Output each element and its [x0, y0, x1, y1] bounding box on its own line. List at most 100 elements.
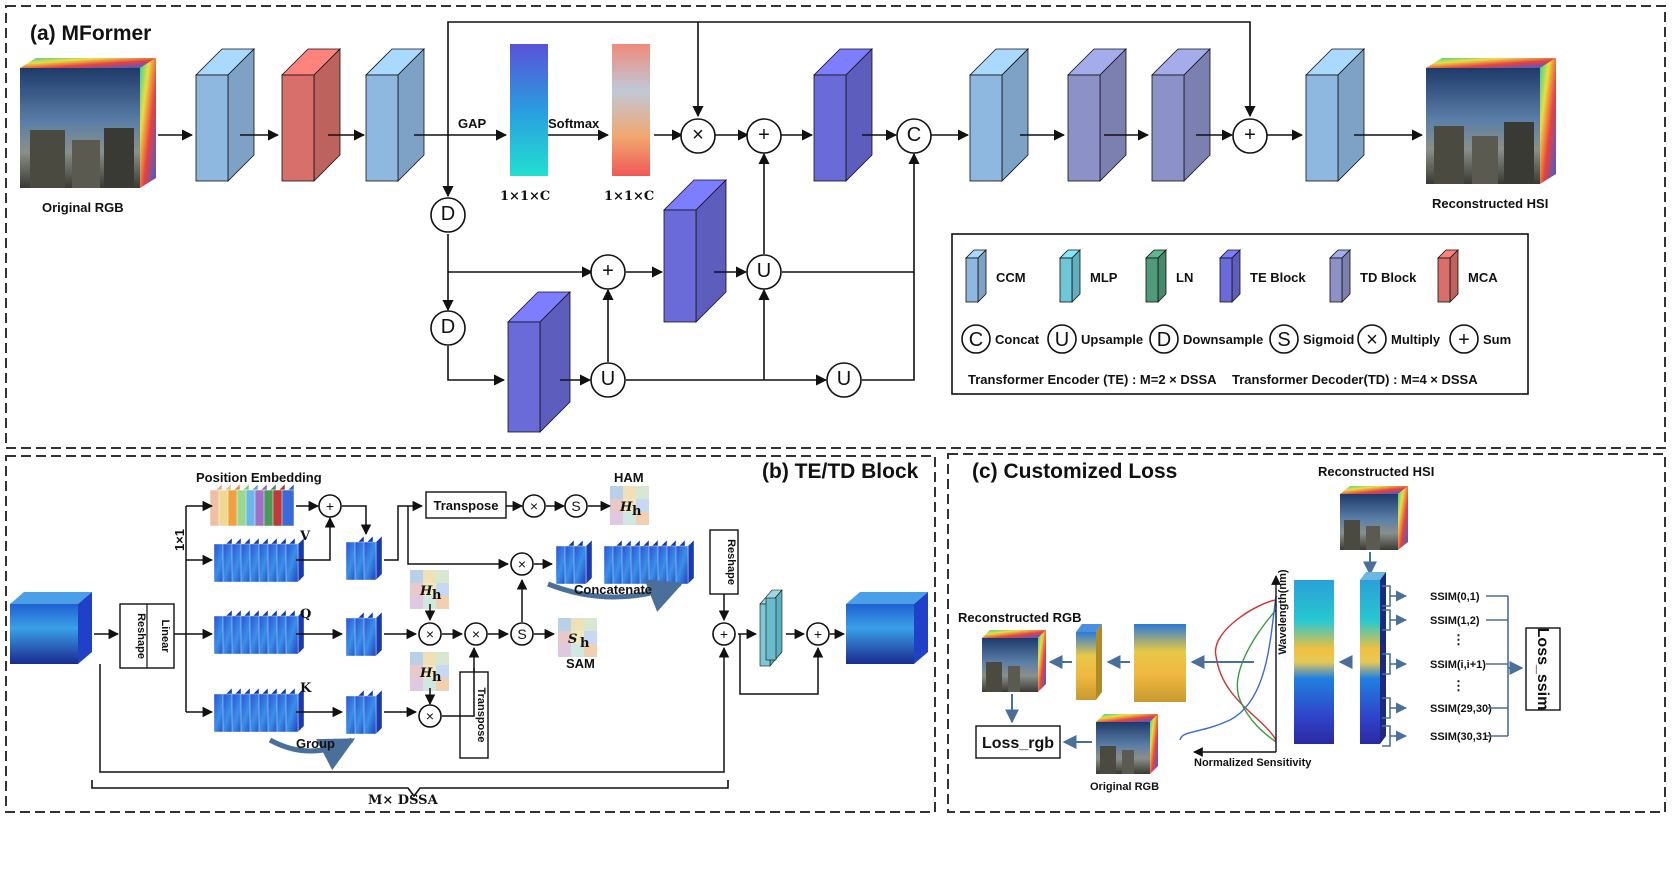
transpose-label-2: Transpose — [475, 687, 487, 742]
ham-label: HAM — [614, 470, 644, 485]
sensitivity-label: Normalized Sensitivity — [1194, 757, 1312, 769]
panel-c-border — [947, 453, 1666, 813]
ccm-block-1 — [195, 48, 255, 182]
dssa-label: M× DSSA — [368, 793, 439, 808]
ln-block-output — [759, 589, 783, 667]
svg-text:H: H — [419, 666, 433, 681]
reconstructed-hsi-label: Reconstructed HSI — [1432, 196, 1548, 211]
legend-swatch-mca — [1437, 249, 1459, 303]
loss-ssim-label: Loss_ssim — [1534, 628, 1551, 711]
ssim-label-0: SSIM(0,1) — [1430, 591, 1480, 603]
svg-text:D: D — [441, 203, 455, 225]
svg-text:U: U — [601, 368, 615, 390]
legend-label-1: MLP — [1090, 270, 1118, 285]
td-block-1 — [1067, 48, 1127, 182]
legend-label-3: TE Block — [1250, 270, 1306, 285]
b-sum-res-1: + — [712, 622, 736, 646]
svg-text:S: S — [1277, 329, 1290, 351]
loss-ssim-box — [1525, 627, 1561, 711]
legend-swatch-te-block — [1219, 249, 1241, 303]
panel-b-border — [5, 455, 936, 813]
v-label: V — [299, 529, 311, 544]
svg-text:C: C — [969, 329, 983, 351]
ccm-block-3 — [969, 48, 1029, 182]
legend-symbol-label-5: Sum — [1483, 332, 1511, 347]
b-mul-v: × — [510, 552, 534, 576]
q-label: Q — [300, 607, 311, 622]
reconstructed-hsi-thumb — [1340, 486, 1408, 550]
ssim-label-3: SSIM(29,30) — [1430, 703, 1492, 715]
input-feature-cube — [10, 592, 92, 664]
b-sum-res-2: + — [806, 622, 830, 646]
v-group-stack — [345, 535, 383, 581]
svg-text:+: + — [720, 626, 728, 642]
reshape-label-2: Reshape — [725, 539, 737, 585]
loss-rgb-label: Loss_rgb — [982, 735, 1054, 752]
svg-text:U: U — [1055, 329, 1069, 351]
legend-label-2: LN — [1176, 270, 1193, 285]
legend-label-4: TD Block — [1360, 270, 1417, 285]
legend-symbol-5: + — [1449, 324, 1479, 354]
k-feature-stack — [213, 687, 305, 733]
legend-symbol-0: C — [961, 324, 991, 354]
output-feature-cube — [846, 592, 928, 664]
svg-text:S: S — [517, 626, 526, 642]
multiply-op-1: × — [680, 118, 716, 154]
group-arrow — [268, 737, 356, 771]
position-embedding-slice — [281, 489, 295, 527]
panel-b-title: (b) TE/TD Block — [762, 460, 919, 483]
k-group-stack — [345, 689, 383, 735]
legend-symbol-label-3: Sigmoid — [1303, 332, 1354, 347]
te-block-3 — [507, 291, 571, 433]
svg-text:×: × — [426, 708, 434, 724]
wavelength-strip — [1294, 580, 1334, 744]
svg-text:×: × — [426, 626, 434, 642]
dim-label-2: 1×1×C — [604, 189, 654, 204]
b-mul-q: × — [418, 622, 442, 646]
reconstructed-rgb-image — [982, 630, 1046, 692]
reconstructed-hsi-image — [1426, 58, 1556, 184]
transpose-box — [425, 491, 507, 519]
svg-text:+: + — [1244, 124, 1256, 146]
ssim-dots-0: ⋮ — [1452, 632, 1465, 647]
dim-label-1: 1×1×C — [500, 189, 550, 204]
svg-text:h: h — [580, 636, 590, 651]
b-mul-k: × — [418, 704, 442, 728]
svg-text:H: H — [619, 500, 633, 515]
te-block-1 — [813, 48, 873, 182]
legend-symbol-label-2: Downsample — [1183, 332, 1263, 347]
legend-swatch-ln — [1145, 249, 1167, 303]
downsample-op-1: D — [430, 197, 466, 233]
svg-text:H: H — [419, 584, 433, 599]
b-sigmoid-ham: S — [564, 494, 588, 518]
original-rgb-image — [20, 58, 156, 188]
legend-symbol-label-1: Upsample — [1081, 332, 1143, 347]
upsample-op-2: U — [590, 362, 626, 398]
td-block-2 — [1151, 48, 1211, 182]
svg-text:D: D — [1157, 329, 1171, 351]
reconstructed-hsi-label-c: Reconstructed HSI — [1318, 464, 1434, 479]
legend-swatch-ccm — [965, 249, 987, 303]
svg-text:+: + — [758, 124, 770, 146]
svg-text:D: D — [441, 316, 455, 338]
legend-symbol-3: S — [1269, 324, 1299, 354]
ssim-label-1: SSIM(1,2) — [1430, 615, 1480, 627]
transpose-label: Transpose — [433, 498, 498, 513]
ssim-dots-1: ⋮ — [1452, 678, 1465, 693]
legend-symbol-2: D — [1149, 324, 1179, 354]
svg-text:+: + — [1458, 329, 1470, 351]
sensitivity-curves — [1179, 595, 1277, 743]
legend-symbol-1: U — [1047, 324, 1077, 354]
legend-td-note: Transformer Decoder(TD) : M=4 × DSSA — [1232, 372, 1478, 387]
mca-block — [281, 48, 341, 182]
b-mul-qk: × — [464, 622, 488, 646]
linear-label: Linear — [159, 619, 171, 653]
reshape-box-2 — [709, 529, 739, 595]
svg-text:U: U — [757, 260, 771, 282]
ssim-label-4: SSIM(30,31) — [1430, 731, 1492, 743]
position-embedding-label: Position Embedding — [196, 470, 322, 485]
b-sum-pos: + — [318, 494, 342, 518]
k-label: K — [300, 681, 312, 696]
